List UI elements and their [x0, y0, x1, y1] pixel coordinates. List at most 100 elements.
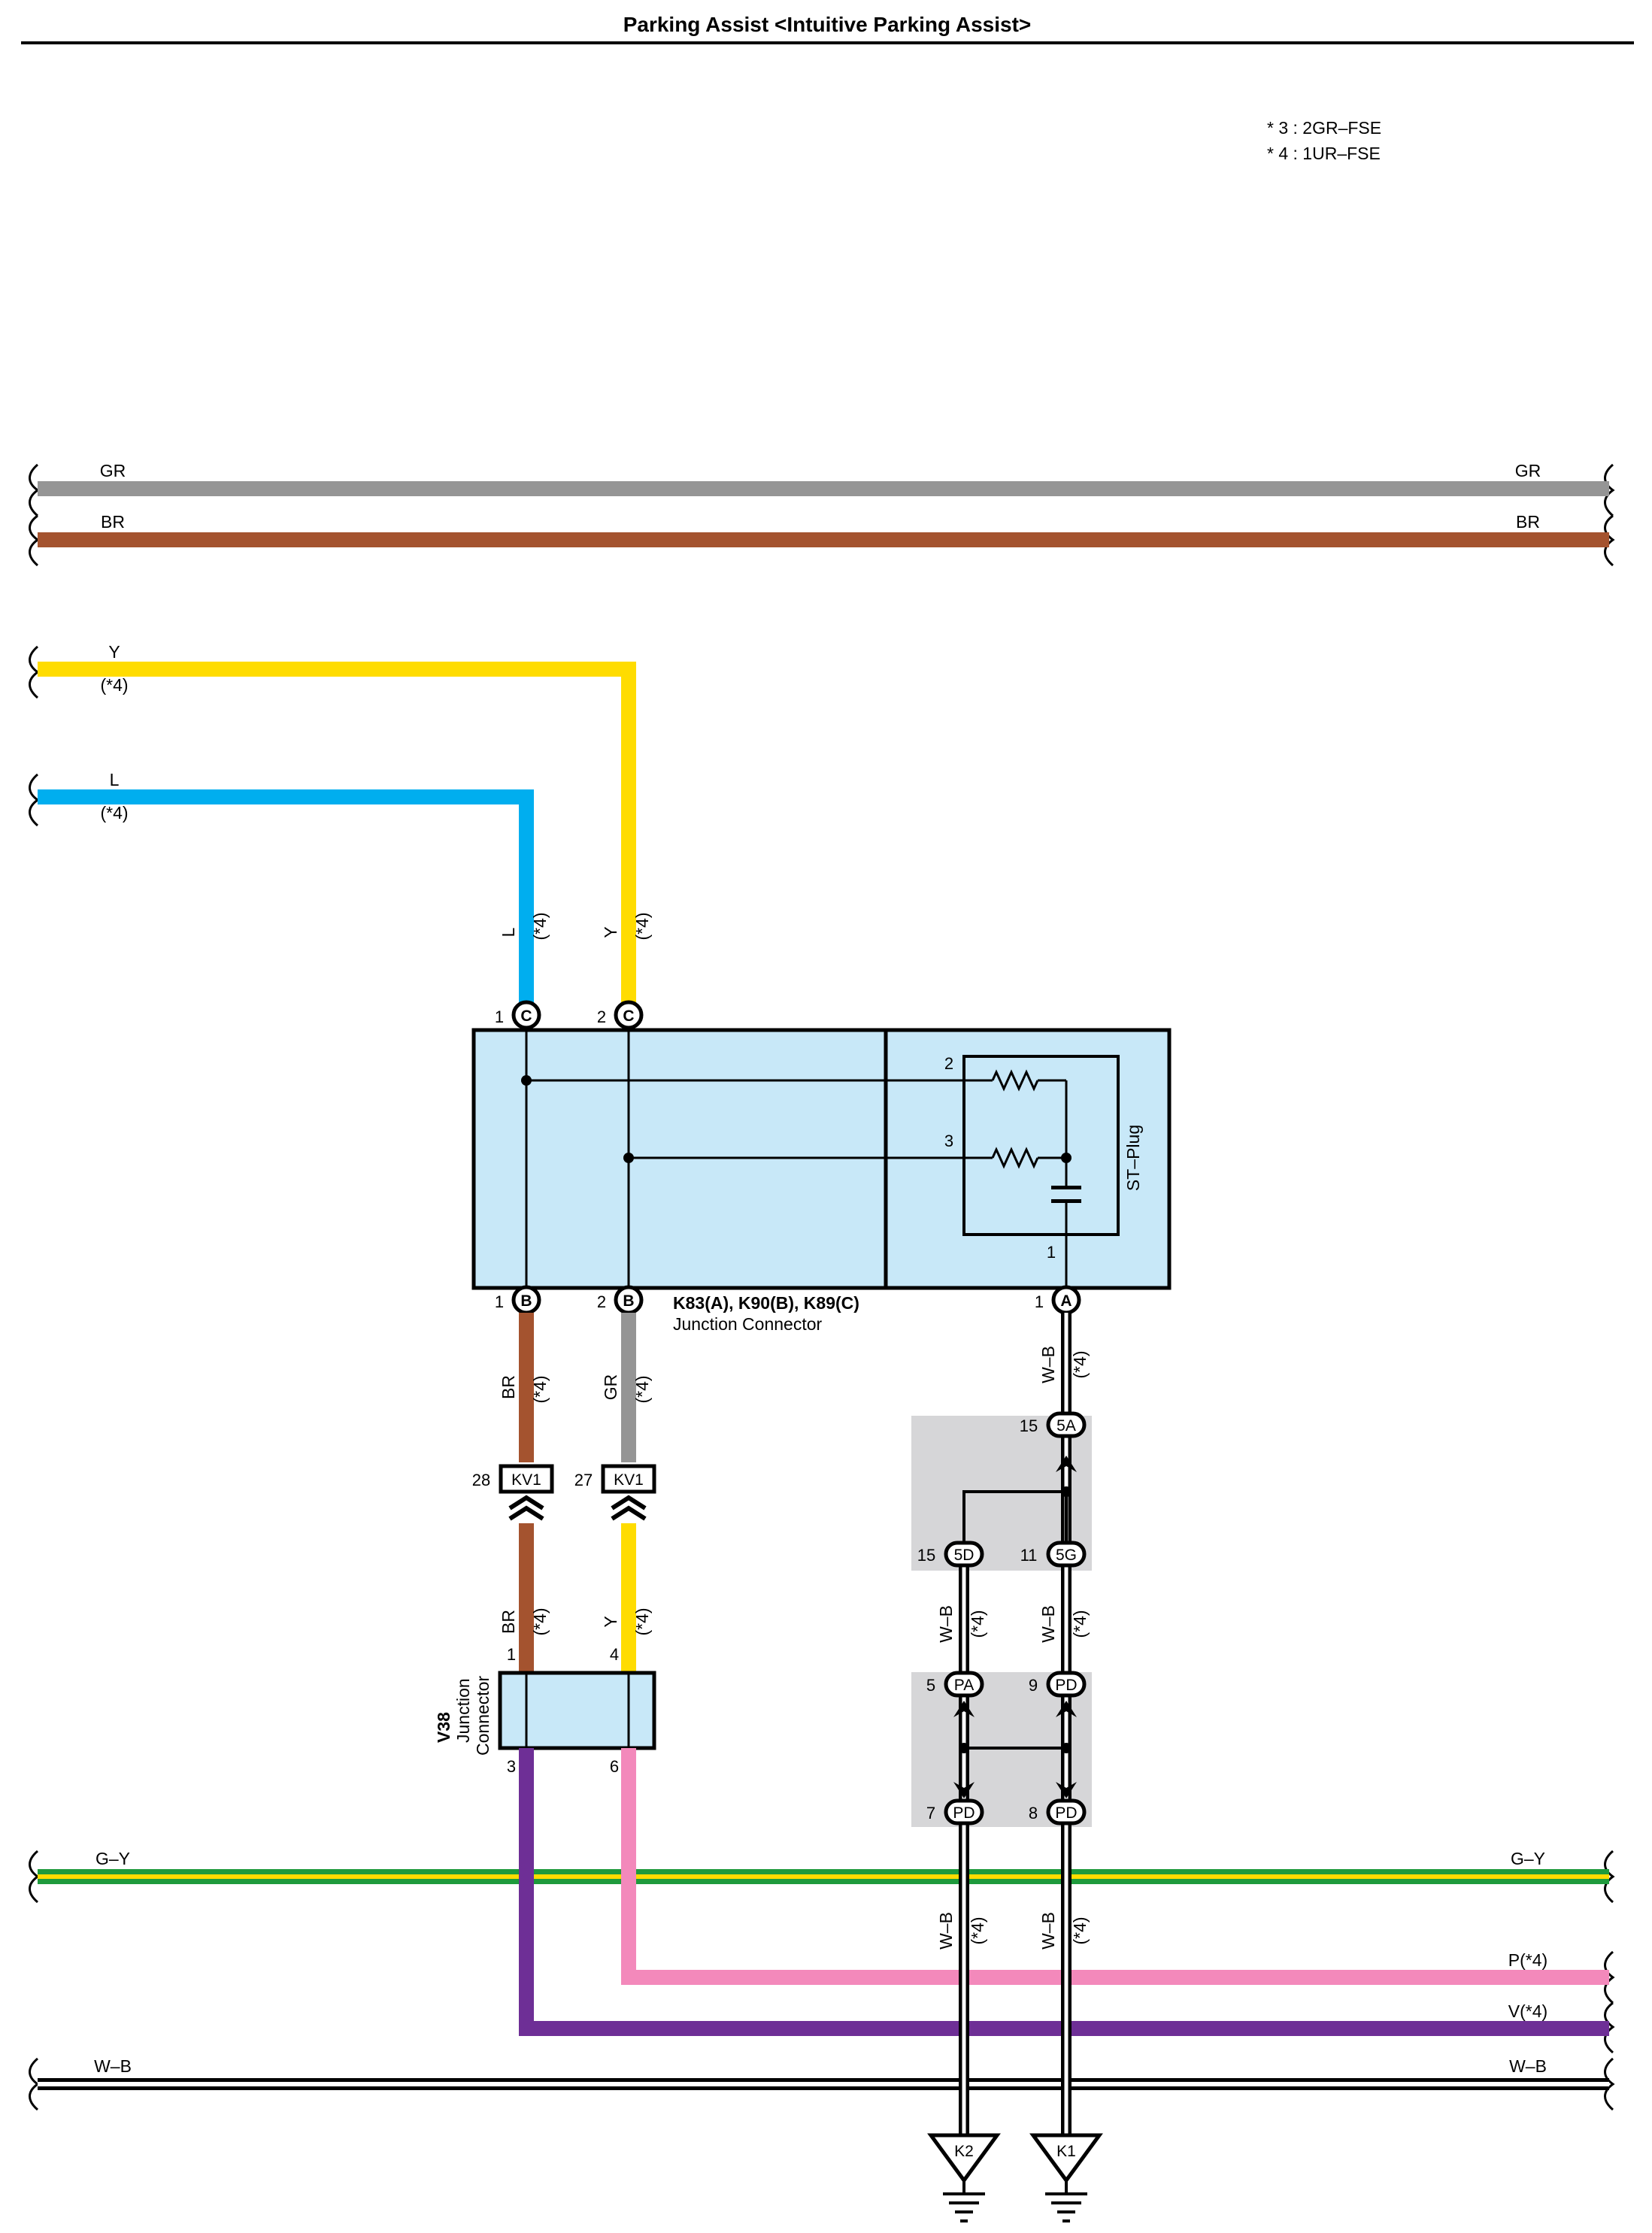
splice-pd-7 [944, 1798, 984, 1825]
pin-c1-label: C [520, 1007, 532, 1025]
p-label: P(*4) [1508, 1950, 1547, 1970]
gr-label-right: GR [1515, 461, 1541, 480]
pin-c1 [511, 1000, 541, 1030]
splice-pd-7-pin: 7 [926, 1804, 935, 1822]
br-label-left: BR [101, 512, 125, 532]
splice-pd-8-label: PD [1055, 1804, 1077, 1822]
splice-pd-8-pin: 8 [1029, 1804, 1038, 1822]
br-vnote: (*4) [530, 1375, 550, 1403]
st-plug-box [962, 1055, 1120, 1236]
splice-5d [944, 1541, 984, 1568]
v38-pin-3: 3 [507, 1757, 516, 1776]
v38-name-2: Connector [473, 1676, 493, 1756]
splice-5d-label: 5D [954, 1547, 975, 1564]
gr-vlabel: GR [601, 1374, 620, 1401]
splice-pd-9 [1046, 1671, 1087, 1698]
kv1-28-label: KV1 [511, 1471, 541, 1489]
br-vnote-2: (*4) [530, 1607, 550, 1635]
ground-k2 [927, 2133, 1001, 2222]
br-vlabel: BR [499, 1375, 518, 1399]
splice-5a [1046, 1411, 1087, 1438]
wb-vlabel-4: W–B [936, 1912, 956, 1950]
wb-label-left: W–B [94, 2056, 132, 2076]
pin-c2 [614, 1000, 644, 1030]
kv1-27-label: KV1 [614, 1471, 644, 1489]
pin-b1-label: B [520, 1292, 532, 1310]
splice-5g [1046, 1541, 1087, 1568]
y-wire [38, 662, 636, 1007]
page-title: Parking Assist <Intuitive Parking Assist… [623, 13, 1032, 36]
v38-pin-4: 4 [610, 1645, 619, 1664]
l-label: L [110, 770, 120, 789]
wb-vnote-1: (*4) [1070, 1350, 1090, 1378]
capacitor-plate [1051, 1186, 1081, 1189]
wb-vnote-4: (*4) [968, 1916, 987, 1944]
splice-5a-pin: 15 [1020, 1416, 1038, 1435]
p-wire [621, 1748, 1609, 1985]
splice-5g-pin: 11 [1020, 1546, 1038, 1565]
ground-k1-label: K1 [1056, 2143, 1076, 2160]
wb-vnote-5: (*4) [1070, 1916, 1090, 1944]
capacitor-plate [1051, 1199, 1081, 1203]
junction-connector-name: Junction Connector [673, 1314, 823, 1334]
splice-pa [944, 1671, 984, 1698]
splice-pd-9-pin: 9 [1029, 1676, 1038, 1695]
note-3: * 3 : 2GR–FSE [1267, 118, 1381, 138]
v-wire [519, 1748, 1609, 2036]
y-note: (*4) [100, 675, 128, 695]
l-vlabel: L [499, 927, 518, 937]
splice-dot [1061, 1486, 1072, 1497]
wb-vlabel-2: W–B [936, 1605, 956, 1643]
junction-dot [623, 1153, 634, 1163]
y-label: Y [108, 642, 120, 662]
kv1-28-pin: 28 [472, 1471, 490, 1489]
l-note: (*4) [100, 803, 128, 823]
br-vlabel-2: BR [499, 1610, 518, 1634]
y-vlabel-2: Y [601, 1616, 620, 1627]
kv1-connector-27 [601, 1464, 656, 1494]
wb-vlabel-5: W–B [1038, 1912, 1058, 1950]
junction-connector-id: K83(A), K90(B), K89(C) [673, 1293, 859, 1313]
splice-5a-label: 5A [1056, 1417, 1076, 1435]
splice-dot [1061, 1743, 1072, 1753]
splice-5g-label: 5G [1056, 1547, 1077, 1564]
wb-vlabel-1: W–B [1038, 1346, 1058, 1383]
splice-pd-8 [1046, 1798, 1087, 1825]
st-plug-dot [1061, 1153, 1072, 1163]
note-4: * 4 : 1UR–FSE [1267, 144, 1381, 163]
pin-a1-number: 1 [1035, 1292, 1044, 1311]
wb-vnote-2: (*4) [968, 1610, 987, 1638]
gy-label-left: G–Y [95, 1849, 130, 1868]
gy-label-right: G–Y [1511, 1849, 1545, 1868]
st-plug-pin-2: 2 [944, 1054, 953, 1073]
kv1-chevrons [508, 1495, 647, 1521]
splice-pa-pin: 5 [926, 1676, 935, 1695]
kv1-connector-28 [499, 1464, 554, 1494]
junction-dot [521, 1075, 532, 1086]
y-vnote: (*4) [632, 912, 652, 940]
v38-connector-box [498, 1671, 656, 1750]
splice-dot [959, 1743, 969, 1753]
gr-vnote: (*4) [632, 1375, 652, 1403]
v38-id: V38 [434, 1712, 453, 1743]
st-plug-label: ST–Plug [1123, 1125, 1143, 1191]
br-label-right: BR [1516, 512, 1540, 532]
st-plug-pin-1: 1 [1047, 1243, 1056, 1262]
pin-c2-number: 2 [597, 1007, 606, 1026]
l-wire [38, 789, 534, 1007]
pin-b2-label: B [623, 1292, 634, 1310]
gr-label-left: GR [100, 461, 126, 480]
pin-c1-number: 1 [495, 1007, 504, 1026]
pin-b2-number: 2 [597, 1292, 606, 1311]
pin-c2-label: C [623, 1007, 634, 1025]
v38-pin-6: 6 [610, 1757, 619, 1776]
wb-vlabel-3: W–B [1038, 1605, 1058, 1643]
wb-vnote-3: (*4) [1070, 1610, 1090, 1638]
v-label: V(*4) [1508, 2001, 1547, 2021]
splice-pd-9-label: PD [1055, 1677, 1077, 1694]
splice-5d-pin: 15 [917, 1546, 935, 1565]
ground-k1 [1029, 2133, 1103, 2222]
pin-a1-label: A [1060, 1292, 1072, 1310]
ground-k2-label: K2 [954, 2143, 974, 2160]
